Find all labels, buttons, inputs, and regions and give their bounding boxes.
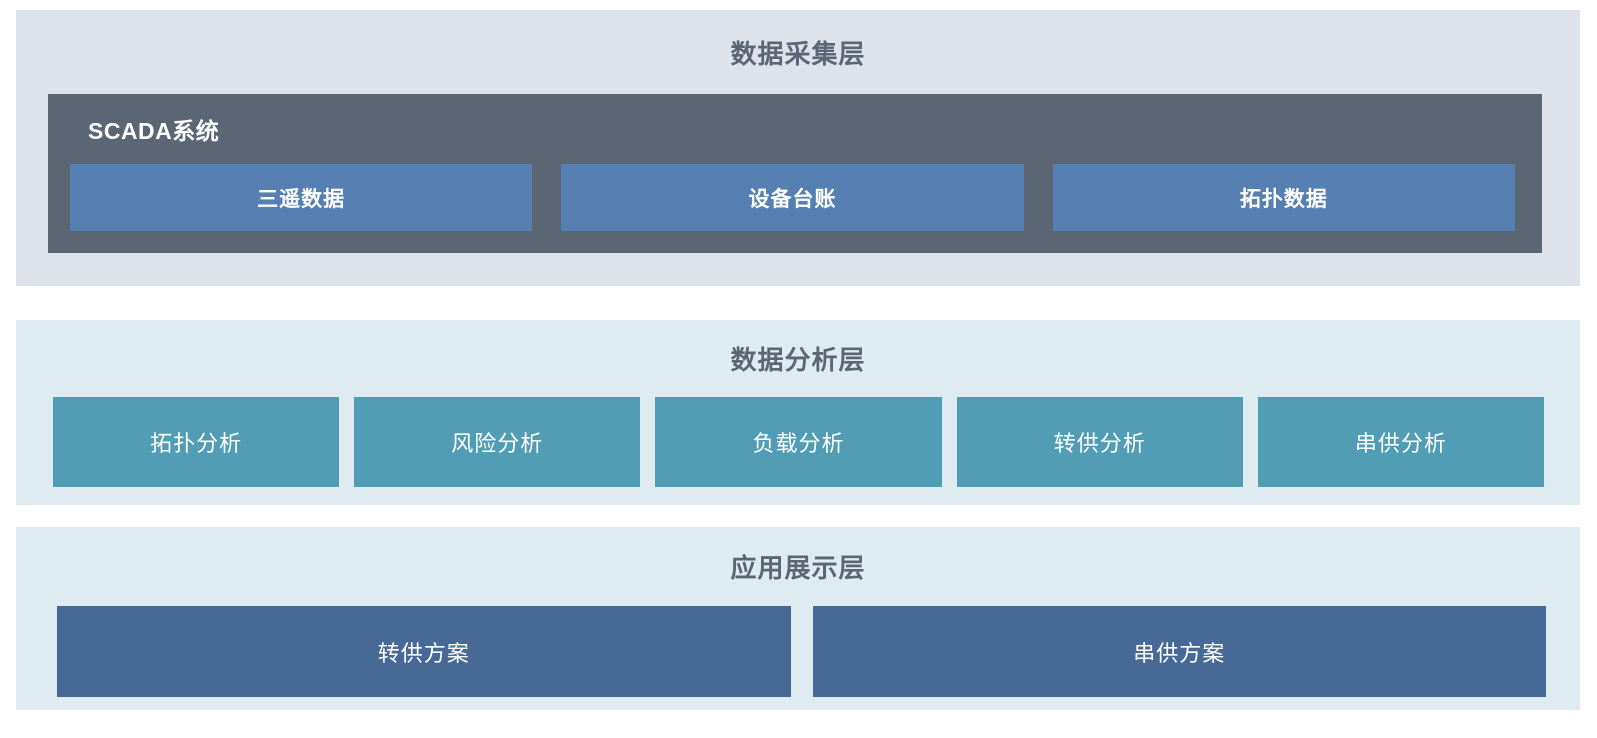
box-telemetry-data: 三遥数据 [70, 164, 533, 231]
box-topology-data: 拓扑数据 [1052, 164, 1515, 231]
layer-data-collection: 数据采集层 SCADA系统 三遥数据 设备台账 拓扑数据 [16, 10, 1580, 286]
box-transfer-supply-analysis: 转供分析 [956, 397, 1243, 487]
layer-title-application-display: 应用展示层 [730, 553, 866, 583]
scada-system-container: SCADA系统 三遥数据 设备台账 拓扑数据 [48, 94, 1542, 253]
layer-title-data-analysis: 数据分析层 [730, 345, 866, 375]
layer-data-analysis: 数据分析层 拓扑分析 风险分析 负载分析 转供分析 串供分析 [16, 320, 1580, 505]
box-series-supply-analysis: 串供分析 [1257, 397, 1545, 487]
box-topology-analysis: 拓扑分析 [53, 397, 340, 487]
layer-title-data-collection: 数据采集层 [730, 38, 866, 69]
analysis-items-row: 拓扑分析 风险分析 负载分析 转供分析 串供分析 [53, 397, 1545, 487]
scada-system-label: SCADA系统 [88, 118, 220, 144]
box-transfer-supply-plan: 转供方案 [57, 606, 791, 697]
box-load-analysis: 负载分析 [655, 397, 942, 487]
box-equipment-ledger: 设备台账 [561, 164, 1024, 231]
box-series-supply-plan: 串供方案 [812, 606, 1546, 697]
layer-application-display: 应用展示层 转供方案 串供方案 [16, 527, 1580, 710]
box-risk-analysis: 风险分析 [354, 397, 641, 487]
app-items-row: 转供方案 串供方案 [57, 606, 1546, 697]
scada-items-row: 三遥数据 设备台账 拓扑数据 [70, 164, 1515, 231]
